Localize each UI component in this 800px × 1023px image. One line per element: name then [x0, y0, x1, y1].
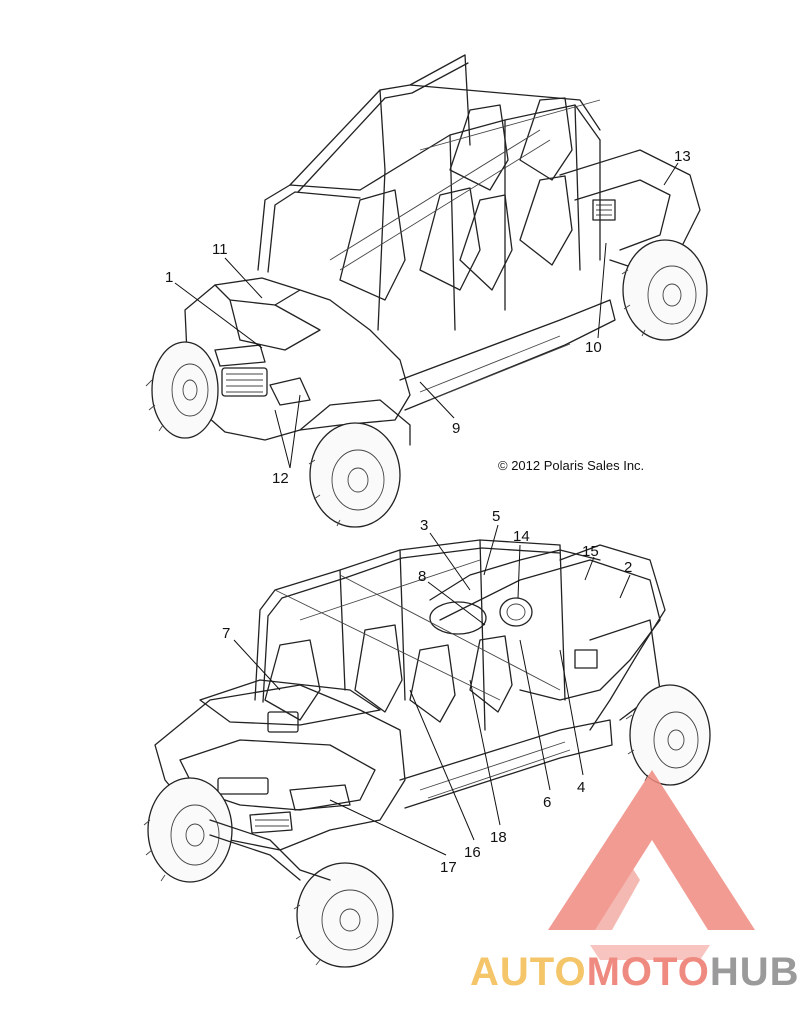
copyright-text: © 2012 Polaris Sales Inc. [498, 458, 644, 473]
callout-1: 1 [165, 269, 173, 286]
callout-18: 18 [490, 829, 507, 846]
callout-15: 15 [582, 543, 599, 560]
watermark-text: AUTOMOTOHUB [470, 950, 800, 994]
callout-3: 3 [420, 517, 428, 534]
callout-6: 6 [543, 794, 551, 811]
callout-14: 14 [513, 528, 530, 545]
callout-5: 5 [492, 508, 500, 525]
callout-10: 10 [585, 339, 602, 356]
callout-7: 7 [222, 625, 230, 642]
callout-labels-top: 1 11 13 10 9 12 [165, 148, 691, 487]
callout-labels-bottom: 3 5 14 15 2 8 7 4 6 18 16 17 [222, 508, 632, 876]
watermark-logo [548, 770, 755, 960]
callout-12: 12 [272, 470, 289, 487]
callout-4: 4 [577, 779, 585, 796]
utv-top-view-drawing [145, 54, 708, 528]
callout-11: 11 [212, 241, 228, 258]
top-callout-leaders [174, 162, 679, 469]
bottom-callout-leaders [233, 524, 631, 856]
callout-13: 13 [674, 148, 691, 165]
callout-16: 16 [464, 844, 481, 861]
callout-17: 17 [440, 859, 457, 876]
callout-9: 9 [452, 420, 460, 437]
utv-bottom-view-drawing [143, 539, 711, 968]
callout-2: 2 [624, 559, 632, 576]
callout-8: 8 [418, 568, 426, 585]
